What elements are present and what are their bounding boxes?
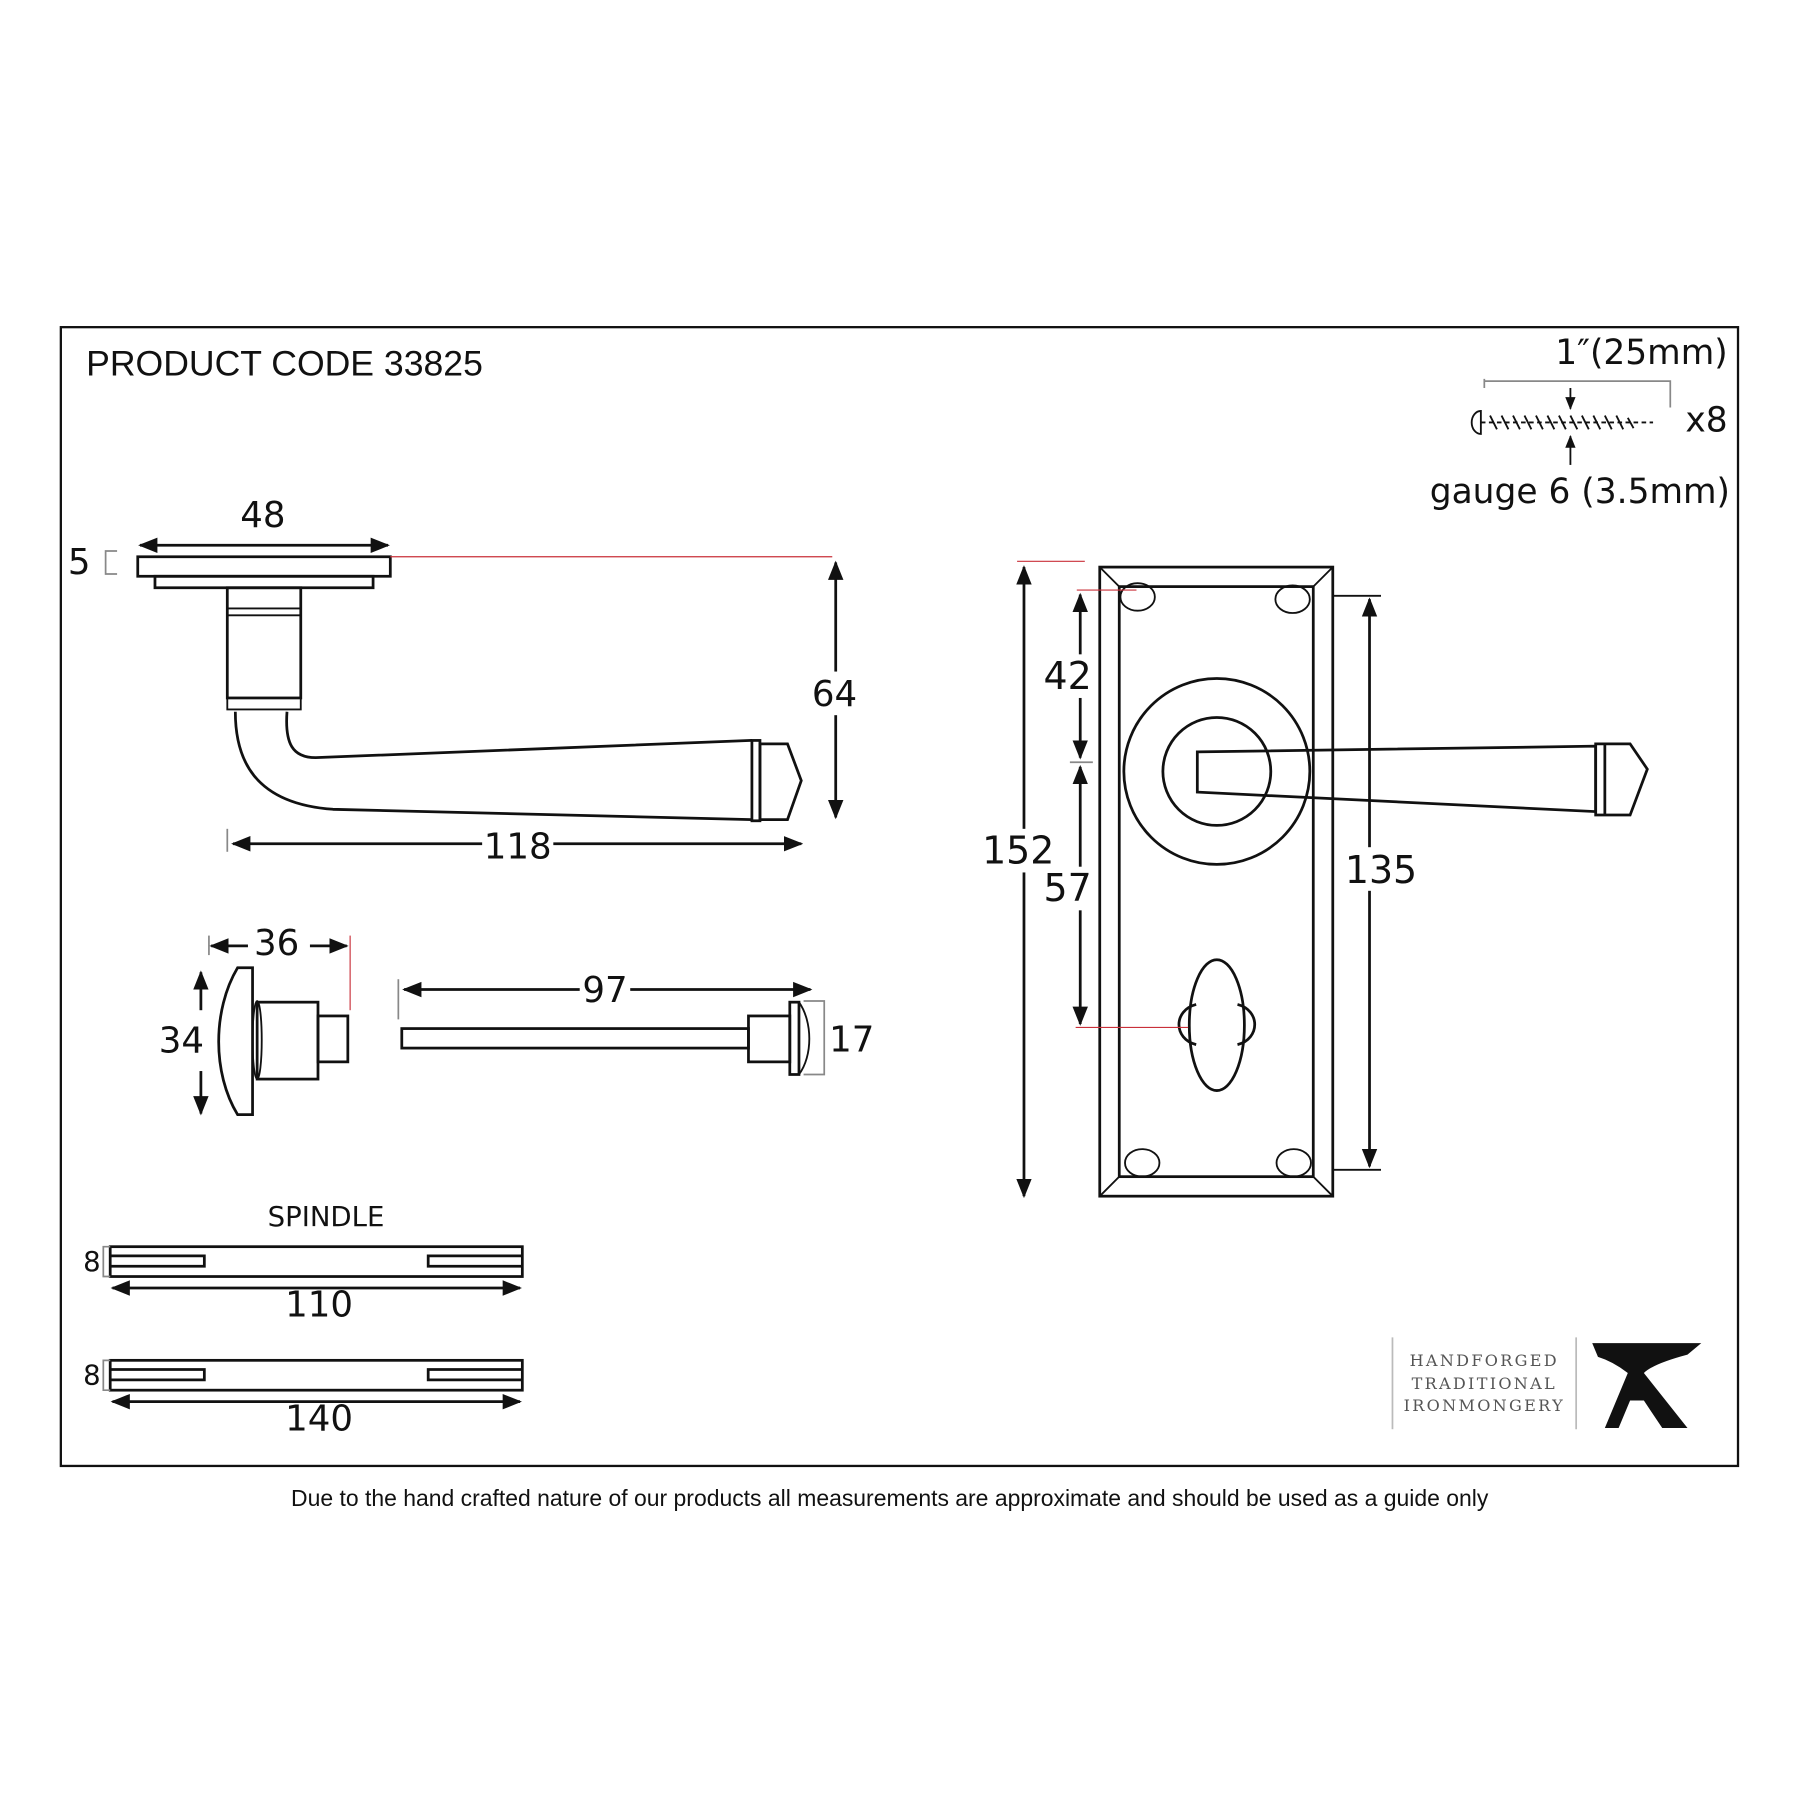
fixing-centres-dim: 135: [1345, 848, 1417, 892]
spindle-label: SPINDLE: [268, 1201, 385, 1233]
plate-height-dim: 152: [982, 828, 1054, 872]
logo-line-1: HANDFORGED: [1410, 1351, 1559, 1370]
screw-spec: 1″(25mm) x8 gauge 6 (3.5mm): [1430, 333, 1730, 512]
turn-projection-dim: 36: [254, 923, 299, 964]
spindle-length-dim: 140: [285, 1398, 353, 1439]
spindle-size-dim: 8: [83, 1359, 101, 1391]
screw-length: 1″(25mm): [1555, 333, 1727, 373]
release-length-dim: 97: [582, 970, 627, 1011]
thumb-turn-view: 36 34: [159, 923, 351, 1117]
top-to-spindle-dim: 42: [1044, 654, 1092, 698]
lever-length-dim: 118: [484, 827, 552, 868]
rose-thickness-dim: 5: [68, 542, 91, 583]
release-view: 97 17: [397, 970, 874, 1076]
rose-width-dim: 48: [240, 495, 285, 536]
spindle-size-dim: 8: [83, 1246, 101, 1278]
screw-gauge: gauge 6 (3.5mm): [1430, 472, 1730, 512]
drawing-frame: [59, 326, 1740, 1468]
screw-quantity: x8: [1685, 401, 1727, 441]
lever-side-view: 48 5 64 118: [68, 495, 861, 868]
projection-dim: 64: [812, 674, 857, 715]
spindle-110: 8 110: [83, 1245, 524, 1326]
spindles: SPINDLE 8 110 8 140: [83, 1201, 524, 1439]
spindle-to-turn-dim: 57: [1044, 866, 1092, 910]
turn-height-dim: 34: [159, 1021, 204, 1062]
logo-line-2: TRADITIONAL: [1412, 1374, 1557, 1393]
brand-logo: HANDFORGED TRADITIONAL IRONMONGERY: [1391, 1337, 1702, 1430]
disclaimer: Due to the hand crafted nature of our pr…: [291, 1485, 1489, 1511]
spindle-140: 8 140: [83, 1358, 524, 1439]
release-diameter-dim: 17: [829, 1020, 874, 1061]
backplate-front-view: 152 42 57 135: [978, 560, 1649, 1199]
spindle-length-dim: 110: [285, 1285, 353, 1326]
anvil-icon: [1592, 1343, 1702, 1429]
screw-icon: [1470, 410, 1482, 435]
logo-line-3: IRONMONGERY: [1404, 1396, 1565, 1415]
product-code: PRODUCT CODE 33825: [86, 343, 483, 383]
